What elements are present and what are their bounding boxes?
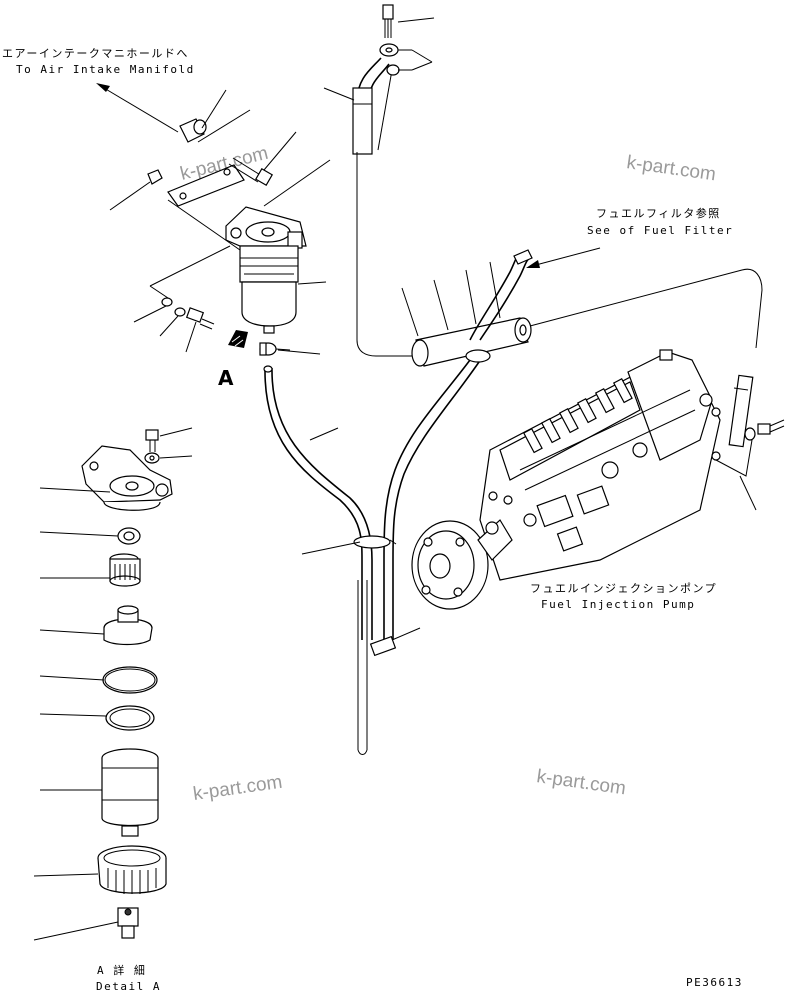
fuel-injection-pump (411, 349, 721, 610)
detail-label-jp: A 詳 細 (97, 963, 146, 977)
detail-a (33, 427, 193, 941)
watermark: k-part.com (625, 152, 717, 185)
fuel-connector (259, 342, 291, 356)
callout-lines (109, 17, 435, 555)
fuel-filter-cylinder (401, 249, 763, 367)
fuel-filter-label-en: See of Fuel Filter (587, 224, 733, 237)
drawing-number: PE36613 (686, 976, 743, 989)
watermark: k-part.com (535, 766, 627, 799)
injection-pump-label-jp: フュエルインジェクションポンプ (530, 582, 717, 595)
mounting-bracket (147, 118, 274, 207)
watermark: k-part.com (192, 772, 284, 805)
fuel-filter-assembly (225, 206, 307, 334)
detail-label-en: Detail A (96, 980, 161, 992)
air-intake-arrow (96, 83, 179, 133)
top-bolt (379, 4, 400, 76)
fuel-hose-main (263, 359, 480, 755)
pump-overflow-pipe (711, 374, 785, 511)
fuel-filter-label-jp: フュエルフィルタ参照 (596, 206, 721, 220)
elbow-fitting (369, 627, 421, 657)
view-marker-a: A (218, 366, 234, 390)
injection-pump-label-en: Fuel Injection Pump (541, 598, 695, 611)
air-intake-label-jp: エアーインテークマニホールドへ (2, 47, 189, 60)
view-a-arrow (228, 330, 248, 348)
fuel-filter-arrow (526, 247, 601, 268)
filter-bolt (161, 297, 215, 330)
breather-hose-top (352, 57, 393, 155)
air-intake-label-en: To Air Intake Manifold (16, 63, 195, 76)
